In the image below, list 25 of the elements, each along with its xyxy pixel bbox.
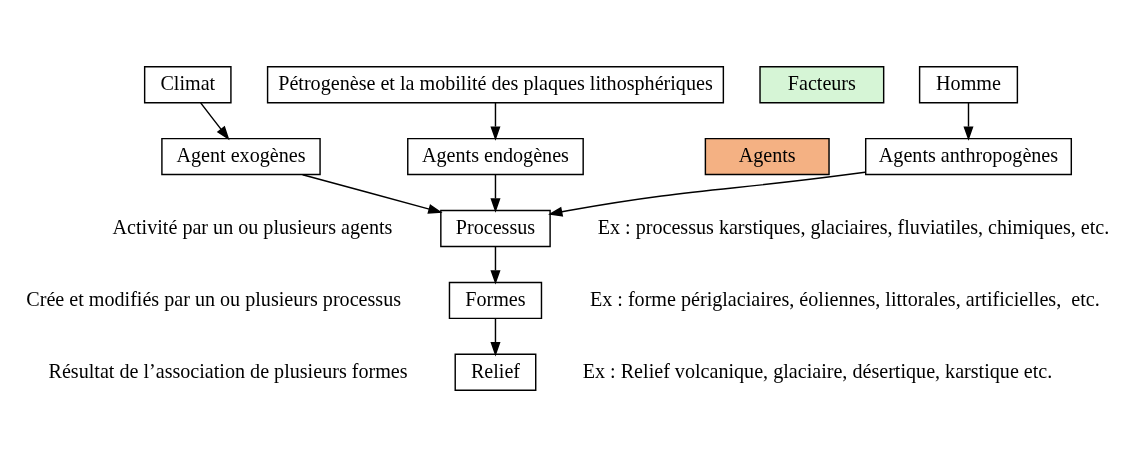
- node-box: Agents anthropogènes: [865, 137, 1072, 176]
- node-label: Ex : forme périglaciaires, éoliennes, littorales, artificielles, etc.: [589, 287, 1100, 310]
- node-box: Agent exogènes: [161, 137, 321, 176]
- node-label: Résultat de l’association de plusieurs formes: [48, 359, 408, 382]
- arrow: [490, 102, 501, 141]
- node-label: Ex : Relief volcanique, glaciaire, désertique, karstique etc.: [582, 359, 1053, 382]
- node-box: Formes: [448, 281, 543, 320]
- node-box: Relief: [454, 353, 537, 391]
- node-label: Crée et modifiés par un ou plusieurs processus: [26, 287, 402, 310]
- arrow: [301, 174, 443, 214]
- arrow: [490, 174, 501, 213]
- arrow: [490, 245, 501, 285]
- arrow: [548, 171, 866, 217]
- node-box: Homme: [918, 66, 1019, 104]
- node-box: Processus: [440, 209, 551, 248]
- node-label: Ex : processus karstiques, glaciaires, fluviatiles, chimiques, etc.: [597, 215, 1110, 238]
- legend-label: Agents: [738, 143, 796, 166]
- node-box: Agents endogènes: [407, 137, 584, 176]
- node-box: Climat: [143, 66, 232, 104]
- arrow: [199, 102, 230, 141]
- arrow: [490, 317, 501, 357]
- arrow: [963, 102, 974, 141]
- legend-label: Facteurs: [787, 72, 856, 95]
- node-box: Pétrogenèse et la mobilité des plaques lithosphériques: [266, 66, 725, 104]
- node-label: Activité par un ou plusieurs agents: [112, 215, 393, 238]
